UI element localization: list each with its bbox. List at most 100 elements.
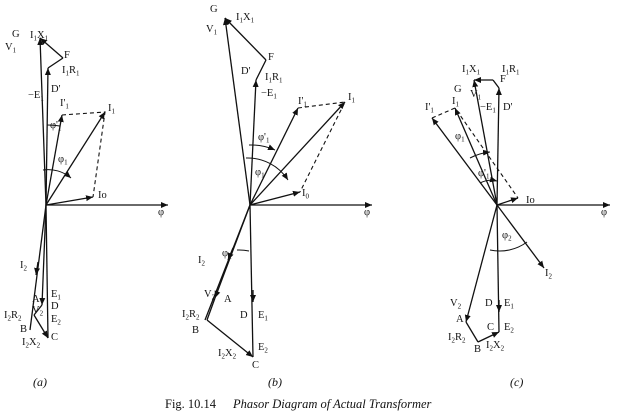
i2x2-phasor	[477, 331, 500, 343]
minus-e1-phasor	[249, 79, 259, 206]
label-d: D	[240, 310, 248, 321]
label-i1: I1	[452, 96, 460, 109]
label-i2: I2	[545, 268, 553, 281]
phi2-arc	[236, 249, 250, 252]
label-f: F	[64, 50, 70, 61]
label-g: G	[454, 84, 462, 95]
label-phi1: φ1	[255, 167, 265, 180]
io-phasor	[496, 197, 519, 206]
label-minus-e1: −E1	[261, 88, 277, 101]
label-i2x2: I2X2	[22, 337, 41, 350]
i-prime-1-phasor	[431, 117, 498, 206]
label-phi2: φ2	[502, 230, 512, 243]
e1-phasor	[249, 204, 254, 358]
current-parallelogram	[297, 101, 346, 193]
i1x1-phasor	[39, 37, 64, 59]
label-i2x2: I2X2	[218, 348, 237, 361]
label-e2: E2	[51, 314, 61, 327]
i1-phasor	[454, 107, 498, 206]
label-phi1: φ1	[58, 154, 68, 167]
label-b: B	[192, 325, 199, 336]
i2-arrow	[34, 261, 41, 276]
label-v2: V2	[450, 298, 462, 311]
i1x1-phasor	[224, 17, 267, 61]
label-i2x2: I2X2	[486, 340, 505, 353]
i1-phasor	[45, 111, 106, 206]
i0-phasor	[249, 190, 301, 206]
phi1-arc	[42, 169, 72, 179]
label-phi: φ	[158, 207, 164, 218]
label-i-prime-1: I'1	[298, 96, 307, 109]
label-e1: E1	[258, 310, 268, 323]
label-g: G	[12, 29, 20, 40]
label-v1: V1	[470, 89, 482, 102]
e1-phasor	[496, 204, 500, 333]
label-minus-e1: −E1	[28, 90, 44, 103]
caption-title: Phasor Diagram of Actual Transformer	[232, 397, 432, 411]
phi1-arc	[469, 149, 491, 159]
label-d: D	[485, 298, 493, 309]
label-phi: φ	[364, 207, 370, 218]
i1r1-phasor	[47, 57, 64, 69]
label-a: A	[32, 294, 40, 305]
diagram-b: G I1X1 V1 F D' I1R1 −E1 I'1 I1 φ'1 φ1 I0…	[182, 4, 372, 389]
label-io: Io	[526, 195, 535, 206]
caption-fig-number: Fig. 10.14	[165, 397, 217, 411]
sub-label-b: (b)	[268, 375, 282, 389]
label-phi1: φ1	[455, 131, 465, 144]
label-i1r1: I1R1	[62, 65, 80, 78]
label-d-prime: D'	[503, 102, 513, 113]
label-e2: E2	[504, 322, 514, 335]
v1-phasor	[37, 37, 47, 206]
v1-phasor	[222, 17, 251, 206]
label-v2: V2	[204, 289, 216, 302]
label-i-prime-1: I'1	[60, 98, 69, 111]
phi1-arc	[245, 157, 289, 181]
v2-phasor	[214, 204, 251, 299]
label-i1: I1	[348, 92, 356, 105]
label-i1x1: I1X1	[462, 64, 481, 77]
phi-prime-1-arc	[479, 176, 498, 184]
sub-label-c: (c)	[510, 375, 523, 389]
minus-e1-phasor	[44, 67, 51, 206]
label-phi-prime-1: φ'1	[258, 132, 270, 145]
phi2-arc	[489, 241, 528, 252]
label-i2r2: I2R2	[4, 310, 22, 323]
i2x2-phasor	[206, 319, 254, 358]
label-e1: E1	[504, 298, 514, 311]
label-f: F	[500, 74, 506, 85]
label-i1r1: I1R1	[502, 64, 520, 77]
i2-phasor	[29, 204, 47, 331]
i2-arrow	[227, 247, 234, 261]
label-a: A	[224, 294, 232, 305]
phi-prime-1-arc	[46, 124, 61, 127]
i1r1-phasor	[492, 79, 500, 89]
label-c: C	[252, 360, 259, 371]
label-a: A	[456, 314, 464, 325]
phi-prime-1-arc	[248, 144, 276, 151]
i2x2-phasor	[33, 314, 49, 339]
label-d-prime: D'	[51, 84, 61, 95]
sub-label-a: (a)	[33, 375, 47, 389]
minus-e1-phasor	[495, 87, 502, 206]
label-c: C	[487, 322, 494, 333]
io-phasor	[45, 195, 94, 206]
label-minus-e1: −E1	[480, 102, 496, 115]
i1-phasor	[249, 101, 346, 206]
label-io: Io	[98, 190, 107, 201]
label-phi2: φ2	[222, 248, 232, 261]
v1-phasor	[472, 79, 498, 206]
label-d: D	[51, 301, 59, 312]
label-phi-prime-1: φ'1	[478, 168, 490, 181]
diagram-c: I1X1 I1R1 G V1 F I'1 I1 −E1 D' φ1 φ'1 Io…	[425, 64, 610, 389]
label-i2: I2	[20, 260, 28, 273]
label-i-prime-1: I'1	[425, 102, 434, 115]
label-i1r1: I1R1	[265, 72, 283, 85]
label-phi: φ	[601, 207, 607, 218]
label-i2r2: I2R2	[182, 309, 200, 322]
label-i2: I2	[198, 255, 206, 268]
label-b: B	[474, 344, 481, 355]
label-phi-prime-1: φ'1	[50, 120, 62, 133]
current-parallelogram	[431, 107, 519, 199]
